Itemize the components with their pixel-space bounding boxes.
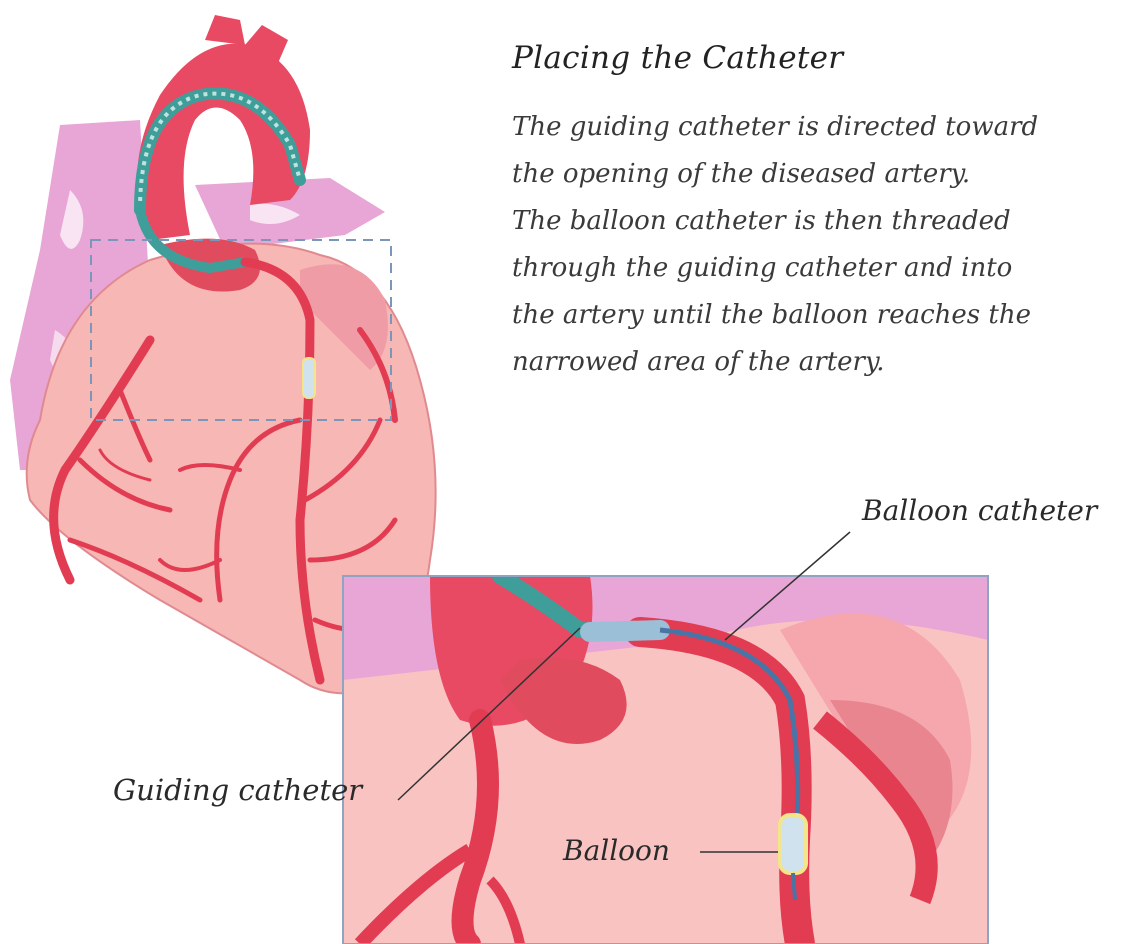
description-line: the artery until the balloon reaches the <box>512 292 1131 339</box>
description-line: The balloon catheter is then threaded <box>512 198 1131 245</box>
description-line: narrowed area of the artery. <box>512 339 1131 386</box>
balloon-zoom <box>780 815 806 873</box>
description-text: The guiding catheter is directed toward … <box>512 104 1131 386</box>
description-line: through the guiding catheter and into <box>512 245 1131 292</box>
label-guiding-catheter: Guiding catheter <box>113 773 362 807</box>
balloon-overview <box>303 358 315 398</box>
label-balloon: Balloon <box>563 834 670 867</box>
page-title: Placing the Catheter <box>512 40 843 76</box>
label-balloon-catheter: Balloon catheter <box>862 494 1097 527</box>
description-line: the opening of the diseased artery. <box>512 151 1131 198</box>
description-line: The guiding catheter is directed toward <box>512 104 1131 151</box>
